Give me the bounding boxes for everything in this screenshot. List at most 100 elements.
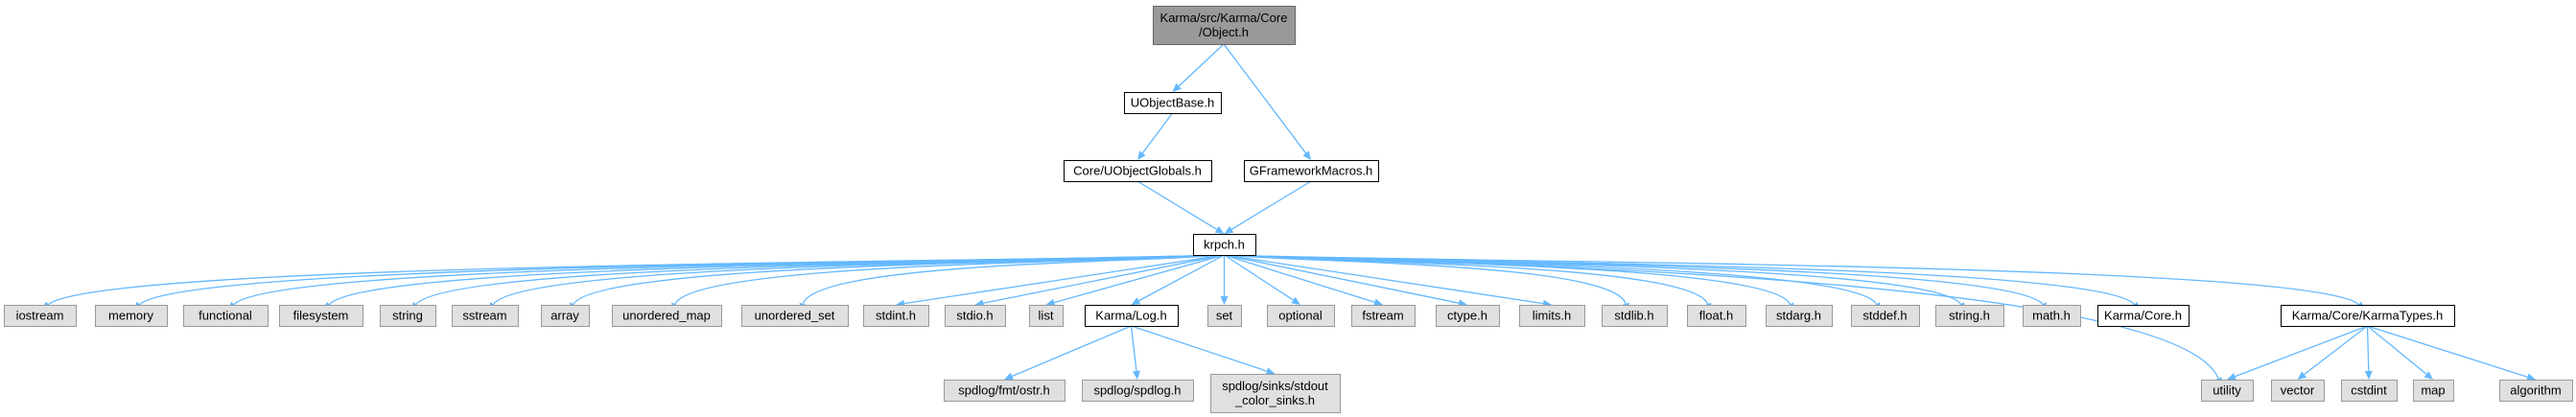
node-limits-h[interactable]: limits.h [1519, 305, 1585, 327]
node-unordered-set[interactable]: unordered_set [741, 305, 849, 327]
node-gframeworkmacros-h[interactable]: GFrameworkMacros.h [1244, 160, 1379, 182]
node-label: /Object.h [1199, 25, 1249, 39]
node-label: stdio.h [956, 309, 993, 323]
edge-krpch_h-to-karma_log_h [1138, 254, 1225, 302]
node-sstream[interactable]: sstream [452, 305, 519, 327]
node-utility[interactable]: utility [2201, 380, 2254, 402]
node-box [1210, 374, 1341, 413]
arrowhead-karma_log_h-to-spdlog_h [1132, 370, 1140, 380]
node-box [863, 305, 929, 327]
node-karma-log-h[interactable]: Karma/Log.h [1085, 305, 1179, 327]
node-stdout-sinks-h[interactable]: spdlog/sinks/stdout_color_sinks.h [1210, 374, 1341, 413]
node-label: map [2421, 383, 2445, 398]
node-box [2097, 305, 2190, 327]
node-iostream[interactable]: iostream [4, 305, 77, 327]
edge-object_h-to-uobjectbase_h [1178, 43, 1225, 87]
node-box [1851, 305, 1920, 327]
node-label: ctype.h [1447, 309, 1487, 323]
node-ctype-h[interactable]: ctype.h [1436, 305, 1500, 327]
node-label: unordered_map [622, 309, 711, 323]
node-memory[interactable]: memory [95, 305, 168, 327]
node-label: stdlib.h [1614, 309, 1653, 323]
node-fstream[interactable]: fstream [1351, 305, 1416, 327]
node-label: spdlog/fmt/ostr.h [958, 383, 1049, 398]
node-label: sstream [462, 309, 506, 323]
node-karmatypes-h[interactable]: Karma/Core/KarmaTypes.h [2281, 305, 2455, 327]
node-label: filesystem [293, 309, 349, 323]
node-algorithm[interactable]: algorithm [2499, 380, 2573, 402]
edge-karmatypes_h-to-utility [2235, 325, 2368, 378]
node-label: string.h [1949, 309, 1990, 323]
node-label: vector [2281, 383, 2315, 398]
arrowhead-krpch_h-to-optional [1291, 296, 1300, 305]
node-box [612, 305, 722, 327]
node-functional[interactable]: functional [183, 305, 269, 327]
node-stdio-h[interactable]: stdio.h [945, 305, 1006, 327]
edge-krpch_h-to-fstream [1224, 254, 1375, 303]
node-label: float.h [1699, 309, 1733, 323]
node-stdarg-h[interactable]: stdarg.h [1766, 305, 1833, 327]
node-box [1064, 160, 1212, 182]
node-label: list [1039, 309, 1054, 323]
node-set[interactable]: set [1207, 305, 1242, 327]
node-math-h[interactable]: math.h [2023, 305, 2081, 327]
node-stddef-h[interactable]: stddef.h [1851, 305, 1920, 327]
node-box [1687, 305, 1746, 327]
arrowhead-gframeworkmacros_h-to-krpch_h [1224, 225, 1234, 234]
node-box [1766, 305, 1833, 327]
node-label: Core/UObjectGlobals.h [1073, 164, 1202, 178]
arrowhead-karma_log_h-to-ostr_h [1004, 372, 1014, 381]
node-spdlog-h[interactable]: spdlog/spdlog.h [1082, 380, 1194, 402]
node-box [452, 305, 519, 327]
arrowhead-karmatypes_h-to-map [2424, 371, 2433, 380]
node-float-h[interactable]: float.h [1687, 305, 1746, 327]
edge-gframeworkmacros_h-to-krpch_h [1230, 180, 1312, 230]
arrowhead-karmatypes_h-to-utility [2227, 373, 2236, 381]
node-map[interactable]: map [2413, 380, 2454, 402]
node-label: array [550, 309, 579, 323]
node-uobjectbase-h[interactable]: UObjectBase.h [1124, 92, 1222, 114]
node-vector[interactable]: vector [2271, 380, 2325, 402]
node-box [1029, 305, 1064, 327]
node-stdlib-h[interactable]: stdlib.h [1602, 305, 1668, 327]
edge-krpch_h-to-unordered_set [802, 254, 1225, 305]
node-ostr-h[interactable]: spdlog/fmt/ostr.h [944, 380, 1066, 402]
edge-krpch_h-to-list [1053, 254, 1225, 304]
node-label: stdint.h [876, 309, 916, 323]
edge-krpch_h-to-limits_h [1224, 254, 1544, 305]
node-box [1153, 6, 1296, 45]
node-krpch-h[interactable]: krpch.h [1193, 234, 1256, 256]
node-label: spdlog/sinks/stdout [1222, 379, 1328, 393]
edge-krpch_h-to-karmatypes_h [1224, 254, 2359, 306]
node-filesystem[interactable]: filesystem [279, 305, 363, 327]
node-box [2341, 380, 2398, 402]
arrowhead-karmatypes_h-to-algorithm [2526, 373, 2536, 382]
node-unordered-map[interactable]: unordered_map [612, 305, 722, 327]
node-stdint-h[interactable]: stdint.h [863, 305, 929, 327]
arrowhead-uobjectbase_h-to-uobjectglobals_h [1137, 151, 1146, 160]
node-label: spdlog/spdlog.h [1093, 383, 1181, 398]
node-box [1351, 305, 1416, 327]
node-label: GFrameworkMacros.h [1250, 164, 1373, 178]
node-list[interactable]: list [1029, 305, 1064, 327]
node-box [944, 380, 1066, 402]
node-box [1519, 305, 1585, 327]
arrowhead-karmatypes_h-to-cstdint [2364, 370, 2373, 380]
node-karma-core-h[interactable]: Karma/Core.h [2097, 305, 2190, 327]
node-optional[interactable]: optional [1267, 305, 1335, 327]
node-string[interactable]: string [380, 305, 436, 327]
nodes-layer: Karma/src/Karma/Core/Object.hUObjectBase… [4, 6, 2573, 413]
node-box [1244, 160, 1379, 182]
node-box [2281, 305, 2455, 327]
node-string-h[interactable]: string.h [1935, 305, 2004, 327]
node-box [2201, 380, 2254, 402]
node-label: stdarg.h [1776, 309, 1821, 323]
node-box [1436, 305, 1500, 327]
node-uobjectglobals-h[interactable]: Core/UObjectGlobals.h [1064, 160, 1212, 182]
node-cstdint[interactable]: cstdint [2341, 380, 2398, 402]
node-box [4, 305, 77, 327]
node-object-h[interactable]: Karma/src/Karma/Core/Object.h [1153, 6, 1296, 45]
node-array[interactable]: array [541, 305, 590, 327]
node-label: optional [1278, 309, 1323, 323]
